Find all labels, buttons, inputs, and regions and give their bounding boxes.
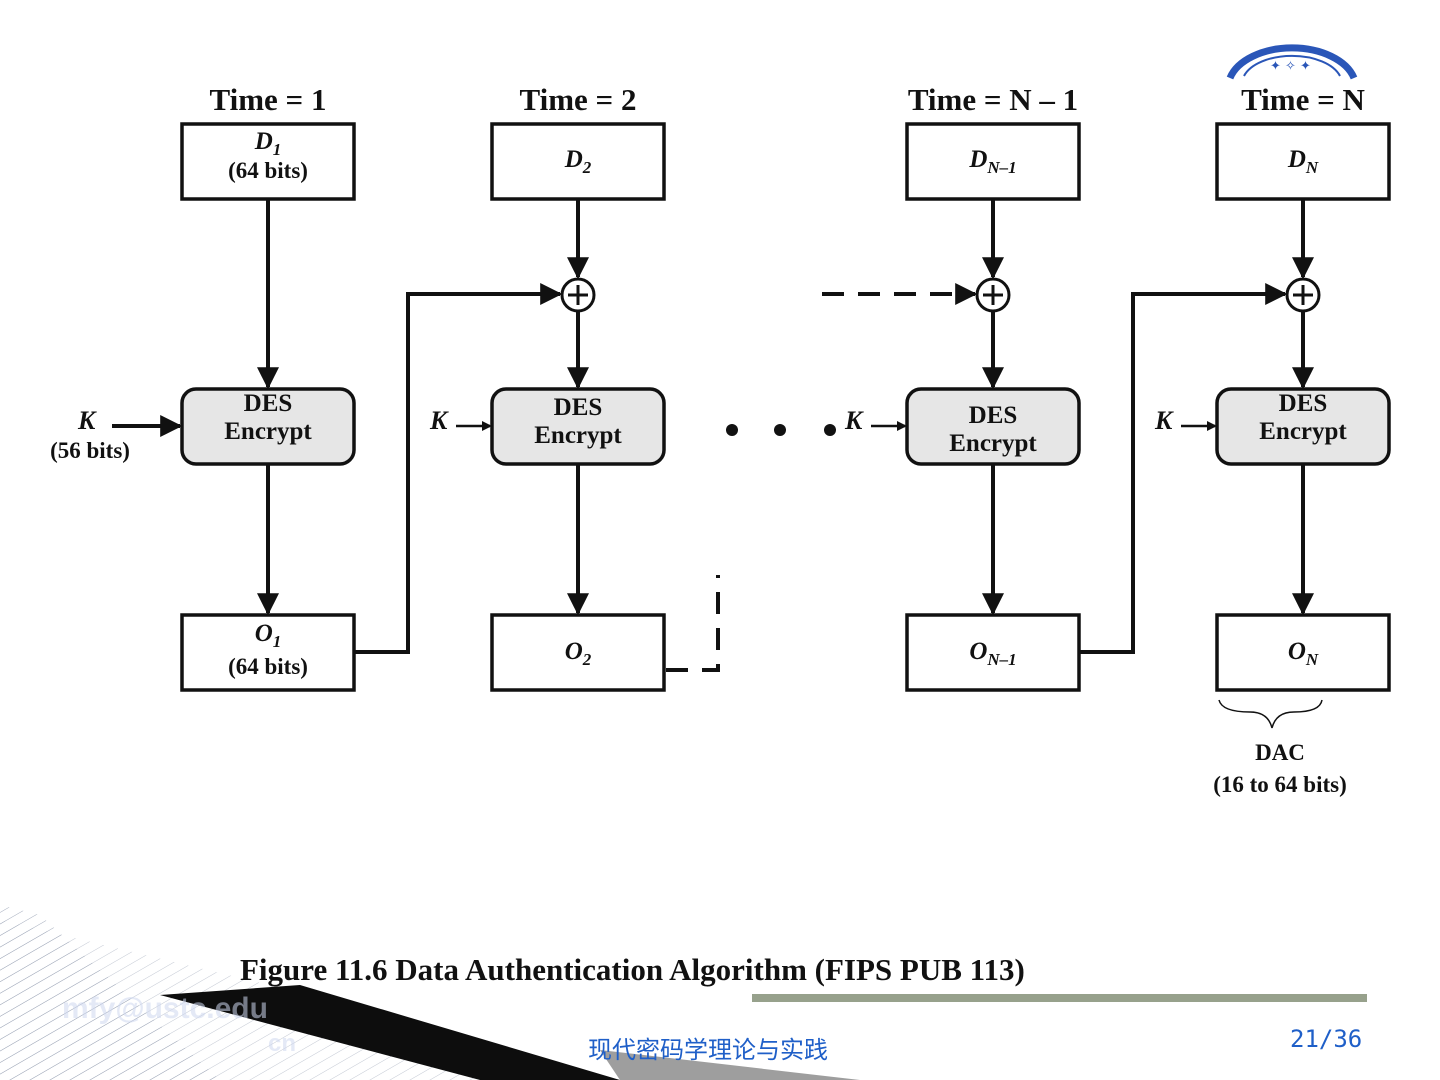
des-label-line1: DES bbox=[968, 402, 1018, 429]
footer-decoration bbox=[0, 905, 1367, 1080]
data-symbol: D bbox=[564, 146, 583, 173]
des-label-line2: Encrypt bbox=[949, 430, 1037, 457]
data-symbol: D bbox=[969, 146, 988, 173]
dac-brace bbox=[1218, 699, 1323, 729]
data-block-label: DN bbox=[1213, 146, 1393, 178]
key-label: K bbox=[1155, 406, 1173, 435]
output-subscript: N bbox=[1305, 650, 1319, 669]
watermark-email-cont: cn bbox=[268, 1030, 297, 1057]
ellipsis-dot bbox=[726, 424, 738, 436]
key-label: K bbox=[430, 406, 448, 435]
key-label: K bbox=[78, 406, 96, 435]
time-label: Time = 2 bbox=[519, 82, 637, 117]
output-block-label: O1 bbox=[178, 620, 358, 652]
footer-title: 现代密码学理论与实践 bbox=[588, 1036, 828, 1064]
feedback-oN1-to-xorN bbox=[1080, 283, 1288, 654]
output-symbol: O bbox=[254, 620, 273, 647]
figure-caption: Figure 11.6 Data Authentication Algorith… bbox=[240, 952, 1025, 987]
output-block-label: ON bbox=[1213, 638, 1393, 670]
university-seal-logo: ✦ ✧ ✦ bbox=[1226, 44, 1358, 80]
key-size-label: (56 bits) bbox=[50, 438, 130, 463]
output-block-label: ON–1 bbox=[903, 638, 1083, 670]
output-block-size: (64 bits) bbox=[228, 654, 308, 679]
svg-text:✦ ✧ ✦: ✦ ✧ ✦ bbox=[1270, 59, 1311, 74]
feedback-o2-dashed bbox=[666, 575, 720, 672]
des-label-line2: Encrypt bbox=[1259, 418, 1347, 445]
des-label-line1: DES bbox=[553, 394, 603, 421]
des-label-line2: Encrypt bbox=[224, 418, 312, 445]
dac-size-label: (16 to 64 bits) bbox=[1213, 772, 1347, 797]
data-subscript: 1 bbox=[272, 140, 282, 159]
des-label-line1: DES bbox=[243, 390, 293, 417]
data-block-box bbox=[180, 122, 356, 201]
time-label: Time = 1 bbox=[209, 82, 327, 117]
data-symbol: D bbox=[254, 128, 273, 155]
data-subscript: N–1 bbox=[987, 158, 1017, 177]
data-symbol: D bbox=[1287, 146, 1306, 173]
output-symbol: O bbox=[1287, 638, 1306, 665]
feedback-o1-to-xor2 bbox=[354, 283, 563, 654]
time-label: Time = N – 1 bbox=[907, 82, 1079, 117]
data-block-label: DN–1 bbox=[903, 146, 1083, 178]
data-subscript: N bbox=[1305, 158, 1319, 177]
des-label-line2: Encrypt bbox=[534, 422, 622, 449]
data-block-size: (64 bits) bbox=[228, 158, 308, 183]
output-subscript: 2 bbox=[582, 650, 592, 669]
data-block-box bbox=[1215, 122, 1391, 201]
page-number: 21/36 bbox=[1290, 1025, 1363, 1053]
output-block-label: O2 bbox=[488, 638, 668, 670]
data-block-label: D2 bbox=[488, 146, 668, 178]
output-subscript: N–1 bbox=[987, 650, 1017, 669]
watermark-email: mfy@ustc.edu bbox=[62, 992, 268, 1025]
output-symbol: O bbox=[969, 638, 988, 665]
data-block-label: D1 bbox=[178, 128, 358, 160]
output-block-box bbox=[490, 613, 666, 692]
data-subscript: 2 bbox=[582, 158, 592, 177]
output-block-box bbox=[905, 613, 1081, 692]
output-symbol: O bbox=[564, 638, 583, 665]
output-subscript: 1 bbox=[272, 632, 282, 651]
dac-label: DAC bbox=[1255, 740, 1305, 765]
key-label: K bbox=[845, 406, 863, 435]
des-label-line1: DES bbox=[1278, 390, 1328, 417]
ellipsis-dot bbox=[774, 424, 786, 436]
time-label: Time = N bbox=[1241, 82, 1365, 117]
ellipsis-dot bbox=[824, 424, 836, 436]
